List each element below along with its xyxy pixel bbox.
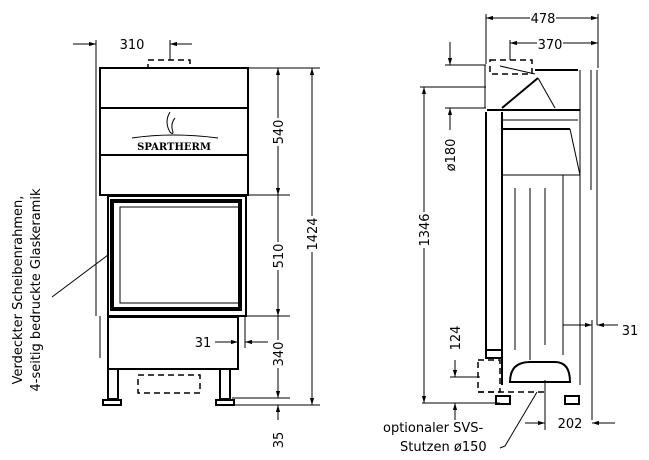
dim-310: 310 [120, 38, 145, 53]
upper-panel [99, 67, 249, 196]
svs-annotation-line-1: optionaler SVS- [383, 421, 484, 436]
dim-370: 370 [538, 38, 563, 53]
dim-35: 35 [272, 432, 287, 449]
annotation-line-1: Verdeckter Scheibenrahmen, [11, 196, 26, 385]
side-view: 478 370 ø180 1346 124 31 202 optiona [383, 10, 638, 455]
bottom-outlet-dashed [137, 374, 201, 394]
flue-outlet-dashed [147, 59, 191, 69]
dim-202: 202 [558, 417, 583, 432]
firebox-frame [107, 195, 247, 317]
annotation-line-2: 4-seitig bedruckte Glaskeramik [29, 188, 44, 392]
front-view: SPARTHERM 310 540 510 [11, 38, 321, 448]
dim-510: 510 [272, 244, 287, 269]
dim-180: ø180 [444, 139, 459, 172]
dim-478: 478 [531, 12, 556, 27]
dim-540: 540 [272, 120, 287, 145]
dim-340: 340 [272, 342, 287, 367]
svs-annotation-line-2: Stutzen ø150 [400, 440, 487, 455]
dim-31-front: 31 [195, 336, 212, 351]
dim-31-side: 31 [622, 324, 639, 339]
dim-124: 124 [449, 326, 464, 351]
dim-1346: 1346 [418, 213, 433, 246]
lower-panel [107, 316, 239, 370]
glass-window [119, 206, 241, 304]
dim-1424: 1424 [306, 217, 321, 250]
spartherm-logo: SPARTHERM [131, 111, 219, 153]
svg-text:SPARTHERM: SPARTHERM [137, 142, 211, 153]
